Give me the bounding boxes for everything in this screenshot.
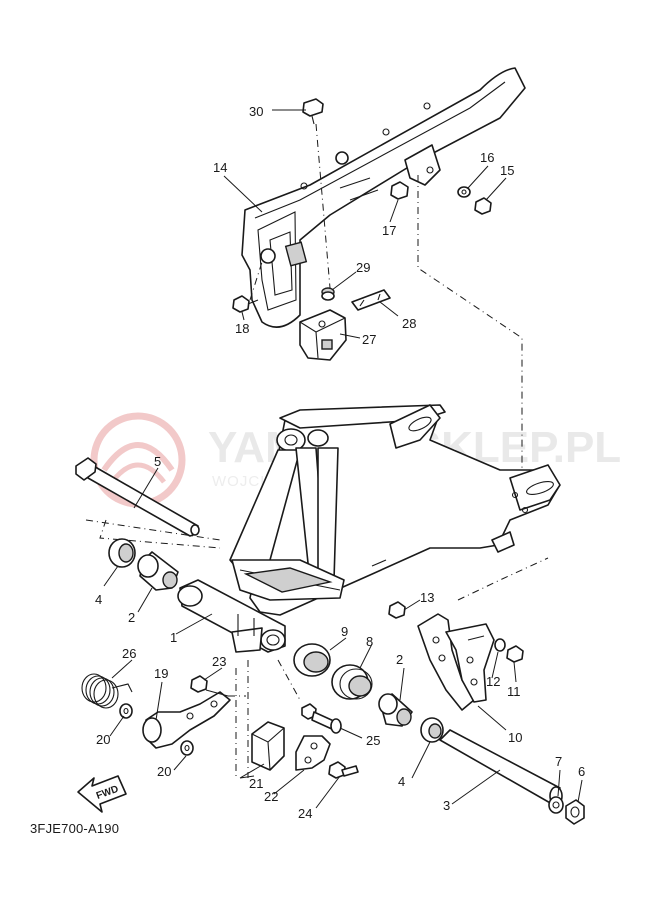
callout-27: 27 xyxy=(362,332,376,347)
part-27-chain-guide xyxy=(299,309,347,361)
part-29-collar xyxy=(321,287,335,301)
part-11-bolt xyxy=(506,645,524,663)
assembly-line-bolt18 xyxy=(249,261,263,301)
part-6-nut xyxy=(565,799,585,825)
part-20-washer-a xyxy=(119,703,133,719)
part-14-chain-guard xyxy=(241,67,526,328)
part-26-spring xyxy=(81,673,133,709)
callout-26: 26 xyxy=(122,646,136,661)
callout-10: 10 xyxy=(508,730,522,745)
part-21-damper-block xyxy=(251,721,285,771)
fwd-arrow-icon: FWD xyxy=(77,775,127,813)
diagram-code: 3FJE700-A190 xyxy=(30,821,119,836)
callout-18: 18 xyxy=(235,321,249,336)
part-2-bushing-left xyxy=(137,551,179,591)
callout-1: 1 xyxy=(170,630,177,645)
assembly-line-bracket xyxy=(457,557,549,601)
callout-21: 21 xyxy=(249,776,263,791)
callout-11: 11 xyxy=(507,684,521,699)
callout-28: 28 xyxy=(402,316,416,331)
callout-2-left: 2 xyxy=(128,610,135,625)
part-8-spacer xyxy=(331,664,373,700)
part-30-bolt xyxy=(302,98,324,125)
callout-20-left: 20 xyxy=(96,732,110,747)
part-2-bushing-right xyxy=(378,693,413,727)
assembly-line-pivot xyxy=(99,519,221,549)
callout-3: 3 xyxy=(443,798,450,813)
callout-25: 25 xyxy=(366,733,380,748)
part-10-bracket xyxy=(417,613,495,711)
callout-17: 17 xyxy=(382,223,396,238)
bolt23-line xyxy=(205,689,229,697)
part-1-swingarm xyxy=(177,404,561,653)
part-15-bolt xyxy=(474,197,492,215)
part-12-washer xyxy=(494,638,506,652)
part-4-bearing-right xyxy=(420,717,444,743)
callout-9: 9 xyxy=(341,624,348,639)
callout-2-right: 2 xyxy=(396,652,403,667)
callout-7: 7 xyxy=(555,754,562,769)
callout-8: 8 xyxy=(366,634,373,649)
callout-12: 12 xyxy=(486,674,500,689)
assembly-line-lower xyxy=(228,660,249,778)
callout-23: 23 xyxy=(212,654,226,669)
callout-24: 24 xyxy=(298,806,312,821)
part-19-tensioner-arm xyxy=(142,691,231,749)
assembly-line-shaft xyxy=(85,519,221,541)
callout-4-right: 4 xyxy=(398,774,405,789)
part-9-seal xyxy=(293,643,331,677)
callout-15: 15 xyxy=(500,163,514,178)
part-22-stopper-bracket xyxy=(295,735,331,771)
callout-16: 16 xyxy=(480,150,494,165)
callout-19: 19 xyxy=(154,666,168,681)
part-25-bolt xyxy=(301,703,342,734)
part-20-washer-b xyxy=(180,740,194,756)
callout-5: 5 xyxy=(154,454,161,469)
assembly-line-chainguard xyxy=(315,123,331,289)
callout-29: 29 xyxy=(356,260,370,275)
part-24-bolt xyxy=(328,761,359,779)
assembly-line-mount xyxy=(417,175,523,495)
leader-lines xyxy=(103,109,583,809)
part-28-plate xyxy=(351,289,391,311)
callouts: 1 2 2 3 4 4 5 6 7 8 9 10 11 12 13 14 15 … xyxy=(95,104,585,821)
part-4-bearing-left xyxy=(108,538,136,568)
assembly-line-25 xyxy=(277,659,301,701)
callout-22: 22 xyxy=(264,789,278,804)
part-18-bolt xyxy=(232,295,259,313)
part-3-collar-shaft xyxy=(439,729,563,806)
callout-13: 13 xyxy=(420,590,434,605)
callout-30: 30 xyxy=(249,104,263,119)
part-7-washer xyxy=(548,796,564,814)
part-17-bolt xyxy=(390,181,409,200)
callout-14: 14 xyxy=(213,160,227,175)
callout-4-left: 4 xyxy=(95,592,102,607)
part-23-bolt xyxy=(190,675,208,693)
part-13-bolt xyxy=(388,601,406,619)
callout-20-right: 20 xyxy=(157,764,171,779)
callout-6: 6 xyxy=(578,764,585,779)
part-16-washer xyxy=(457,186,471,198)
